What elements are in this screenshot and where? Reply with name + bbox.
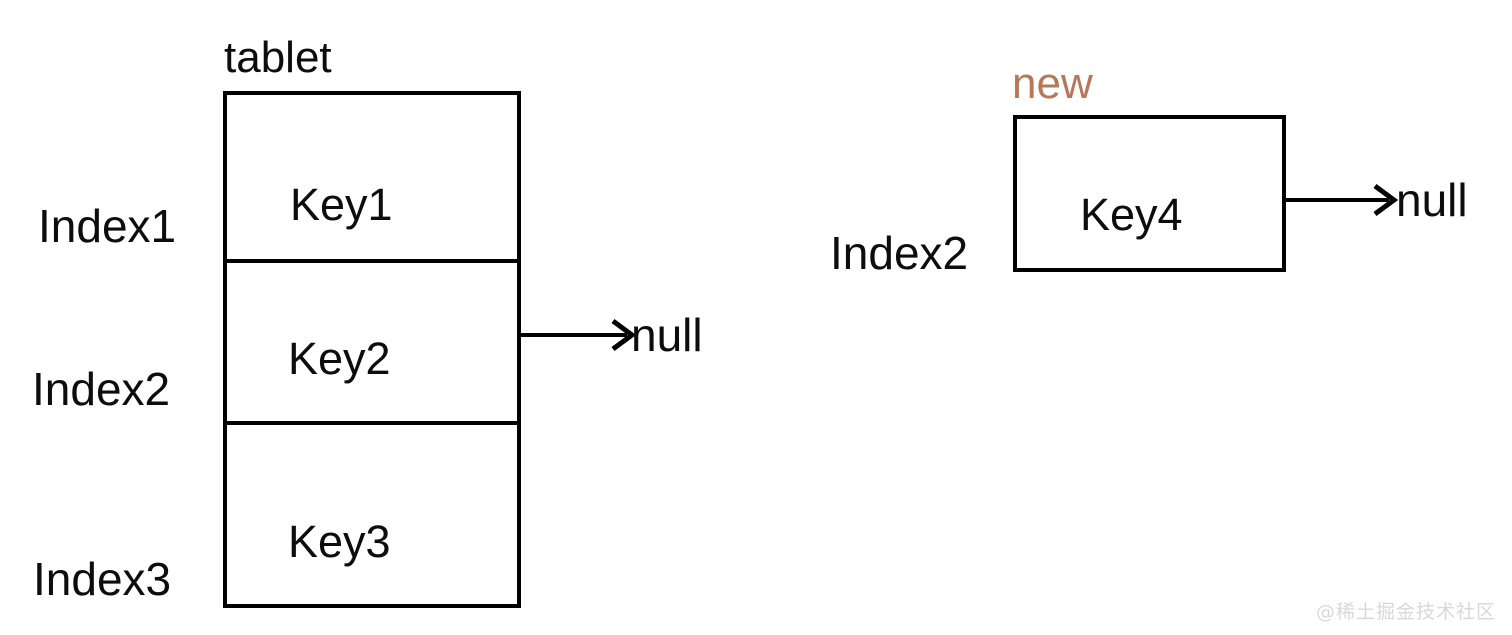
key-label-row-1: Key1 (290, 179, 393, 230)
row-divider-1 (227, 259, 517, 263)
watermark: @稀土掘金技术社区 (1315, 601, 1496, 623)
right-key-label: Key4 (1080, 189, 1183, 240)
index-label-row-2: Index2 (32, 363, 171, 415)
right-index-label: Index2 (830, 227, 969, 279)
key-label-row-2: Key2 (288, 333, 391, 384)
row-divider-2 (227, 421, 517, 425)
null-arrow-right (1285, 183, 1399, 217)
null-arrow-left (519, 318, 637, 352)
index-label-row-3: Index3 (33, 553, 172, 605)
left-table-caption: tablet (224, 33, 332, 82)
null-label-left: null (631, 309, 703, 361)
tablet-table-box (223, 91, 521, 608)
index-label-row-1: Index1 (38, 200, 177, 252)
new-node-box (1013, 115, 1286, 272)
right-node-caption: new (1012, 59, 1093, 108)
null-label-right: null (1396, 174, 1468, 226)
key-label-row-3: Key3 (288, 516, 391, 567)
